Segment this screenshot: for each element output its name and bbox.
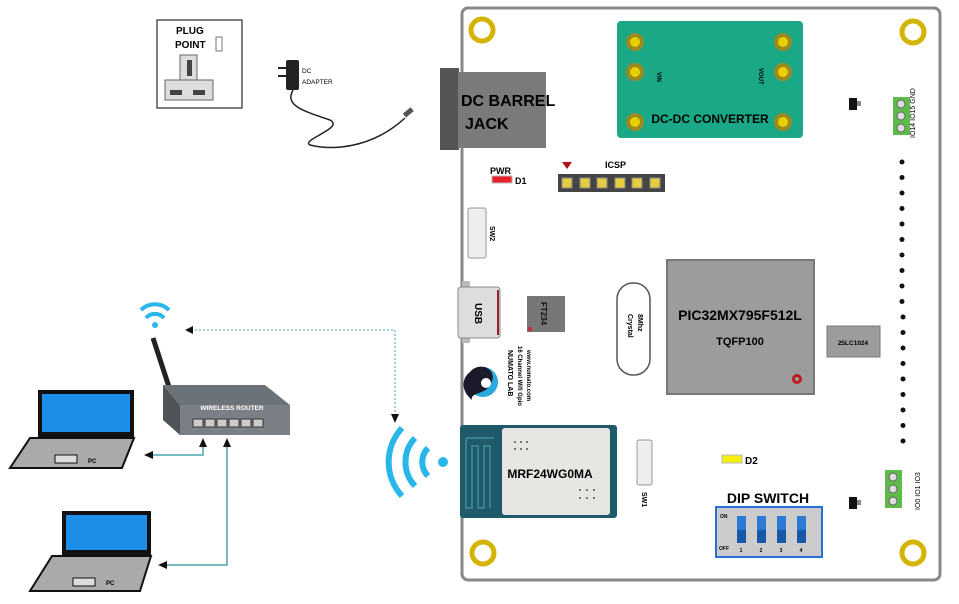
header-pin — [899, 283, 905, 289]
dc-adapter: DC ADAPTER — [278, 60, 414, 149]
d2-label: D2 — [745, 456, 758, 467]
wifi-module: MRF24WG0MA — [460, 425, 617, 518]
header-pin — [899, 252, 905, 258]
eeprom-label: 25LC1024 — [838, 340, 869, 347]
terminal-block-bottom — [885, 470, 902, 508]
dip-switch-title: DIP SWITCH — [727, 490, 809, 506]
plug-point-label-1: PLUG — [176, 26, 204, 37]
mcu-package: TQFP100 — [716, 336, 764, 348]
terminal-block-top — [893, 97, 910, 135]
header-pin — [900, 376, 906, 382]
laptop-pc-1: PC — [8, 390, 136, 469]
header-pin — [900, 361, 906, 366]
crystal-label-2: Crystal — [626, 314, 633, 338]
wireless-router: WIRELESS ROUTER — [139, 302, 290, 435]
d1-label: D1 — [515, 176, 527, 186]
dcdc-title: DC-DC CONVERTER — [651, 112, 769, 126]
dip-number-1: 1 — [740, 548, 743, 554]
laptop-pc-2: PC — [28, 511, 153, 592]
plug-point: PLUG POINT — [156, 19, 243, 109]
vin-label: VIN — [655, 72, 661, 82]
usb-label: USB — [472, 303, 483, 324]
vout-label: VOUT — [757, 68, 763, 85]
ethernet-link-pc1 — [152, 445, 204, 456]
sw2-label: SW2 — [488, 226, 495, 241]
numato-logo — [463, 366, 498, 400]
pin1-marker-icon — [562, 162, 572, 169]
terminal-top-labels: IO14 IO15 GND — [910, 88, 917, 138]
header-pin — [899, 190, 905, 196]
header-pin — [900, 330, 906, 335]
header-pin — [899, 175, 905, 180]
dip-off-label: OFF — [719, 546, 729, 552]
dip-switch: ON OFF 1 2 3 4 — [715, 506, 823, 558]
dip-number-4: 4 — [800, 548, 803, 554]
usb-connector: USB — [457, 281, 501, 343]
wireless-link-line — [190, 329, 396, 420]
barrel-jack-label-2: JACK — [465, 116, 509, 133]
header-pin — [900, 392, 906, 397]
pwr-label: PWR — [490, 166, 511, 176]
icsp-header — [558, 174, 665, 192]
transistor-bottom — [849, 497, 861, 509]
header-pin — [899, 299, 905, 304]
header-pin — [899, 206, 905, 211]
adapter-label-2: ADAPTER — [302, 79, 333, 86]
header-pin — [899, 221, 905, 227]
ft234-chip — [527, 296, 565, 332]
header-pin — [899, 237, 905, 242]
plug-point-label-2: POINT — [175, 40, 206, 51]
wifi-module-label: MRF24WG0MA — [507, 467, 593, 481]
router-label: WIRELESS ROUTER — [200, 405, 264, 412]
pc-label-1: PC — [88, 459, 97, 465]
arrow-icon — [391, 414, 399, 423]
header-pin — [899, 268, 905, 273]
crystal-label-1: 8Mhz — [636, 314, 643, 332]
mcu-name: PIC32MX795F512L — [678, 307, 802, 323]
pc-label-2: PC — [106, 581, 115, 587]
crystal — [616, 282, 651, 376]
adapter-label-1: DC — [302, 68, 312, 75]
barrel-jack-label-1: DC BARREL — [461, 93, 555, 110]
arrow-icon — [185, 326, 193, 334]
sw2-button — [467, 207, 487, 259]
dip-number-2: 2 — [760, 548, 763, 554]
sw1-label: SW1 — [640, 492, 647, 507]
transistor-top — [849, 98, 861, 110]
logo-text-3: www.numato.com — [525, 349, 531, 401]
logo-text-2: 16 Channel Wifi Gpio — [516, 346, 522, 406]
header-pin — [899, 159, 905, 165]
icsp-label: ICSP — [605, 160, 626, 170]
wifi-signal-icon — [385, 425, 448, 499]
ft234-label: FT234 — [539, 302, 548, 326]
header-pin — [900, 438, 906, 444]
pwr-led — [491, 175, 513, 184]
d2-led — [721, 454, 743, 464]
sw1-button — [636, 439, 653, 486]
eeprom-chip — [826, 325, 881, 358]
dc-dc-converter: VIN VOUT DC-DC CONVERTER — [617, 21, 803, 138]
header-pin — [900, 423, 906, 428]
header-pin — [900, 407, 906, 413]
logo-text-1: NUMATO LAB — [506, 350, 513, 396]
mounting-holes — [468, 16, 927, 567]
ethernet-link-pc2 — [165, 445, 228, 566]
gpio-header-pins — [899, 159, 906, 444]
header-pin — [900, 314, 906, 320]
header-pin — [900, 345, 906, 351]
dc-barrel-jack: DC BARREL JACK — [440, 68, 555, 150]
pic32-mcu: PIC32MX795F512L TQFP100 — [666, 259, 815, 395]
dip-on-label: ON — [720, 514, 728, 520]
terminal-bottom-labels: IO0 IO1 IO3 — [915, 472, 922, 510]
dip-number-3: 3 — [780, 548, 783, 554]
